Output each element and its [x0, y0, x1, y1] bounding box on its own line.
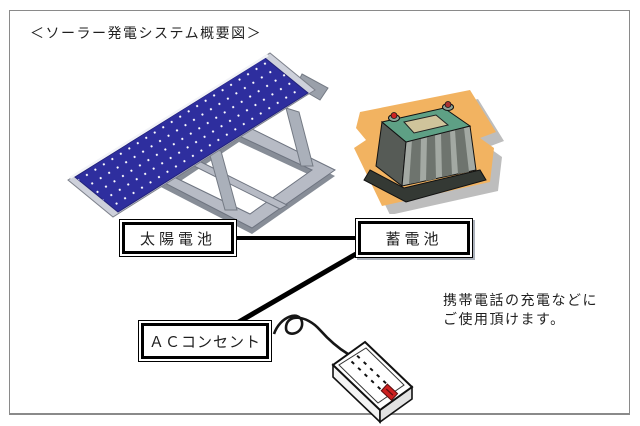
- panel-cell-dots: [75, 58, 308, 212]
- node-storage-battery-label: 蓄電池: [385, 230, 443, 248]
- connector-battery-to-outlet: [235, 251, 358, 326]
- node-ac-outlet-label: ＡＣコンセント: [148, 333, 261, 351]
- mount-leg-rear: [285, 107, 314, 167]
- panel-edge-highlight: [69, 53, 269, 180]
- usage-note-line1: 携帯電話の充電などに: [443, 292, 598, 308]
- storage-battery-illustration: [354, 90, 504, 214]
- terminal-right-cap: [444, 101, 452, 108]
- battery-base: [363, 169, 487, 203]
- node-solar-cell-label: 太陽電池: [139, 230, 216, 248]
- power-switch-groove: [385, 388, 394, 396]
- terminal-left-cap: [390, 112, 398, 119]
- outlet-slots: [350, 354, 387, 390]
- power-strip-illustration: [272, 314, 414, 424]
- usage-note-line2: ご使用頂けます。: [443, 310, 566, 327]
- strip-face-inset: [338, 347, 405, 404]
- diagram-title: ＜ソーラー発電システム概要図＞: [30, 25, 263, 41]
- power-cord: [272, 314, 349, 356]
- battery-ribs: [409, 128, 469, 184]
- node-solar-cell: 太陽電池: [119, 219, 237, 257]
- battery-label-plate: [403, 114, 450, 134]
- usage-note: 携帯電話の充電などに ご使用頂けます。: [443, 291, 598, 328]
- node-ac-outlet: ＡＣコンセント: [138, 320, 272, 362]
- page-border: [9, 10, 630, 415]
- solar-panel-illustration: [67, 52, 336, 234]
- node-storage-battery: 蓄電池: [355, 218, 473, 258]
